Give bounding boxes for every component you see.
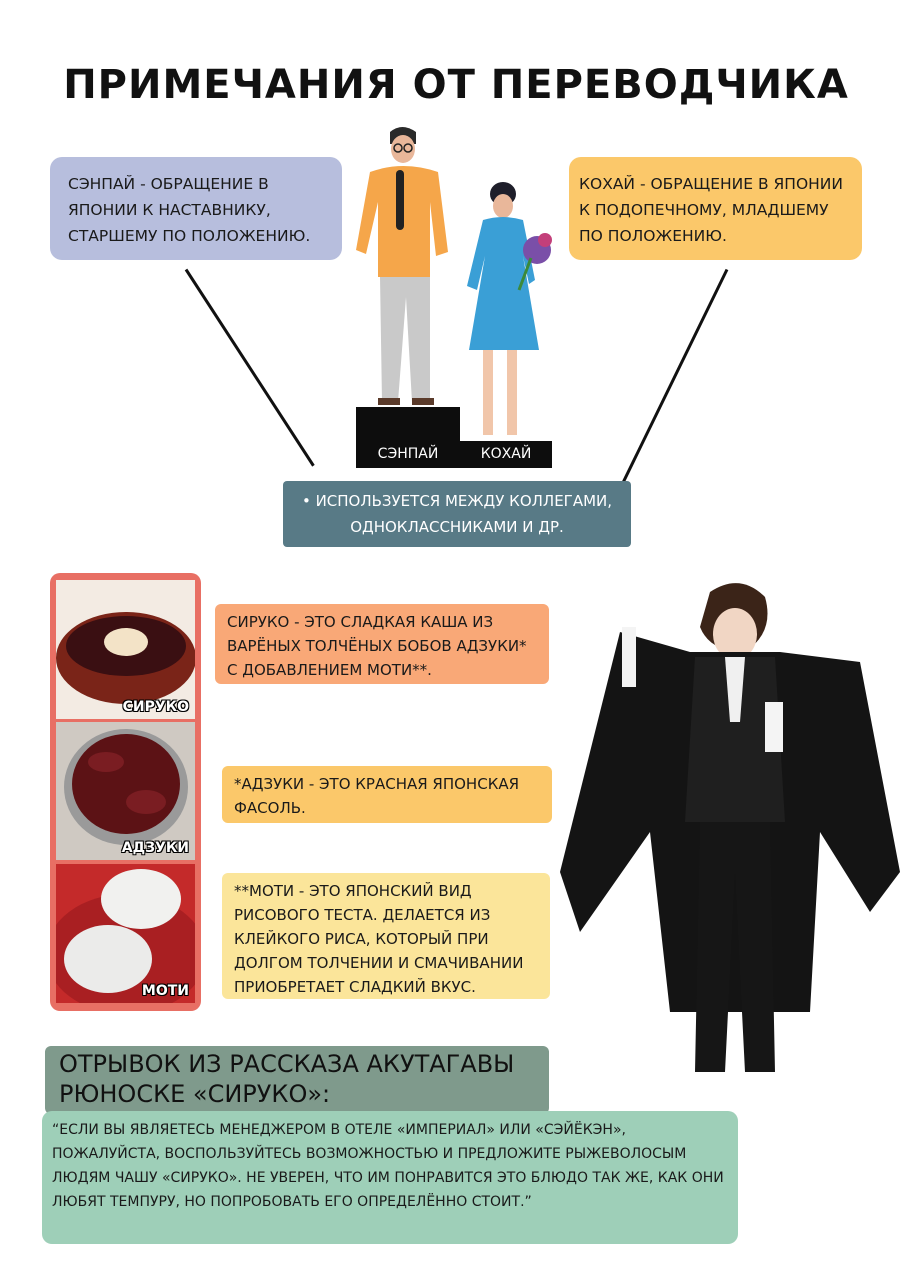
- senpai-note: СЭНПАЙ - ОБРАЩЕНИЕ В ЯПОНИИ К НАСТАВНИКУ…: [50, 157, 342, 260]
- mochi-photo: МОТИ: [56, 864, 195, 1003]
- senpai-illustration: [356, 127, 448, 405]
- character-illustration: [560, 583, 900, 1072]
- mochi-note: **МОТИ - ЭТО ЯПОНСКИЙ ВИД РИСОВОГО ТЕСТА…: [222, 873, 550, 999]
- podium-kohai: КОХАЙ: [460, 441, 552, 468]
- mochi-label: МОТИ: [141, 983, 189, 999]
- shiruko-photo: СИРУКО: [56, 580, 195, 719]
- page-title: ПРИМЕЧАНИЯ ОТ ПЕРЕВОДЧИКА: [63, 62, 849, 108]
- shiruko-label: СИРУКО: [122, 699, 189, 715]
- food-photos-frame: СИРУКО АДЗУКИ МОТИ: [50, 573, 201, 1011]
- connector-line-right: [620, 268, 729, 485]
- usage-note: • ИСПОЛЬЗУЕТСЯ МЕЖДУ КОЛЛЕГАМИ, ОДНОКЛАС…: [283, 481, 631, 547]
- excerpt-text: “ЕСЛИ ВЫ ЯВЛЯЕТЕСЬ МЕНЕДЖЕРОМ В ОТЕЛЕ «И…: [42, 1111, 738, 1244]
- adzuki-note: *АДЗУКИ - ЭТО КРАСНАЯ ЯПОНСКАЯ ФАСОЛЬ.: [222, 766, 552, 823]
- excerpt-heading: ОТРЫВОК ИЗ РАССКАЗА АКУТАГАВЫ РЮНОСКЕ «С…: [45, 1046, 549, 1114]
- kohai-note: КОХАЙ - ОБРАЩЕНИЕ В ЯПОНИИ К ПОДОПЕЧНОМУ…: [569, 157, 862, 260]
- adzuki-photo: АДЗУКИ: [56, 722, 195, 860]
- connector-line-left: [184, 268, 315, 467]
- shiruko-note: СИРУКО - ЭТО СЛАДКАЯ КАША ИЗ ВАРЁНЫХ ТОЛ…: [215, 604, 549, 684]
- adzuki-label: АДЗУКИ: [121, 840, 189, 856]
- kohai-illustration: [467, 182, 552, 435]
- podium-senpai: СЭНПАЙ: [356, 407, 460, 468]
